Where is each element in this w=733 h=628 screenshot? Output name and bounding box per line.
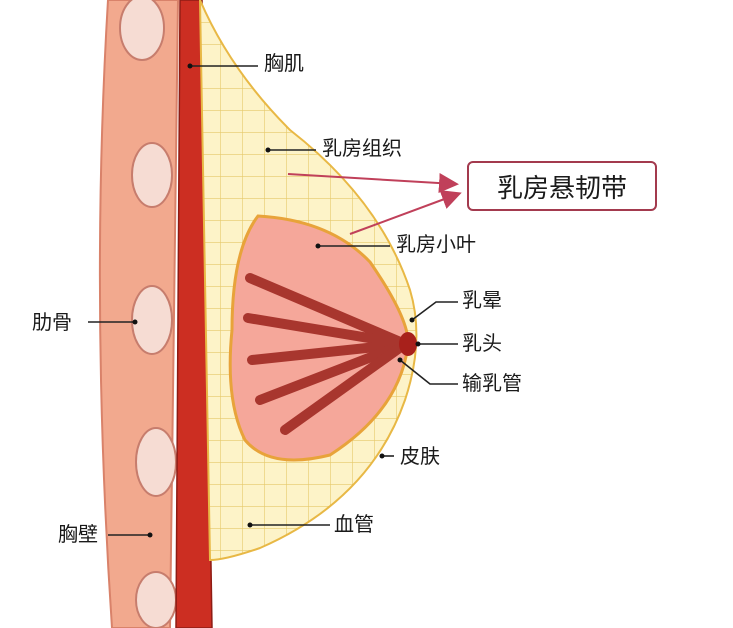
callout-suspensory-ligament: 乳房悬韧带 <box>467 161 657 211</box>
label-nipple: 乳头 <box>462 331 502 355</box>
rib-bones <box>119 0 177 628</box>
label-areola: 乳晕 <box>462 288 502 312</box>
label-ribs: 肋骨 <box>32 310 72 334</box>
label-chest-wall: 胸壁 <box>58 522 98 546</box>
label-blood-vessels: 血管 <box>334 512 374 536</box>
label-pectoral-muscle: 胸肌 <box>264 51 304 75</box>
nipple <box>399 332 417 356</box>
label-skin: 皮肤 <box>400 444 440 468</box>
label-lobules: 乳房小叶 <box>396 232 476 256</box>
label-ducts: 输乳管 <box>462 371 522 395</box>
label-breast-tissue: 乳房组织 <box>322 136 402 160</box>
